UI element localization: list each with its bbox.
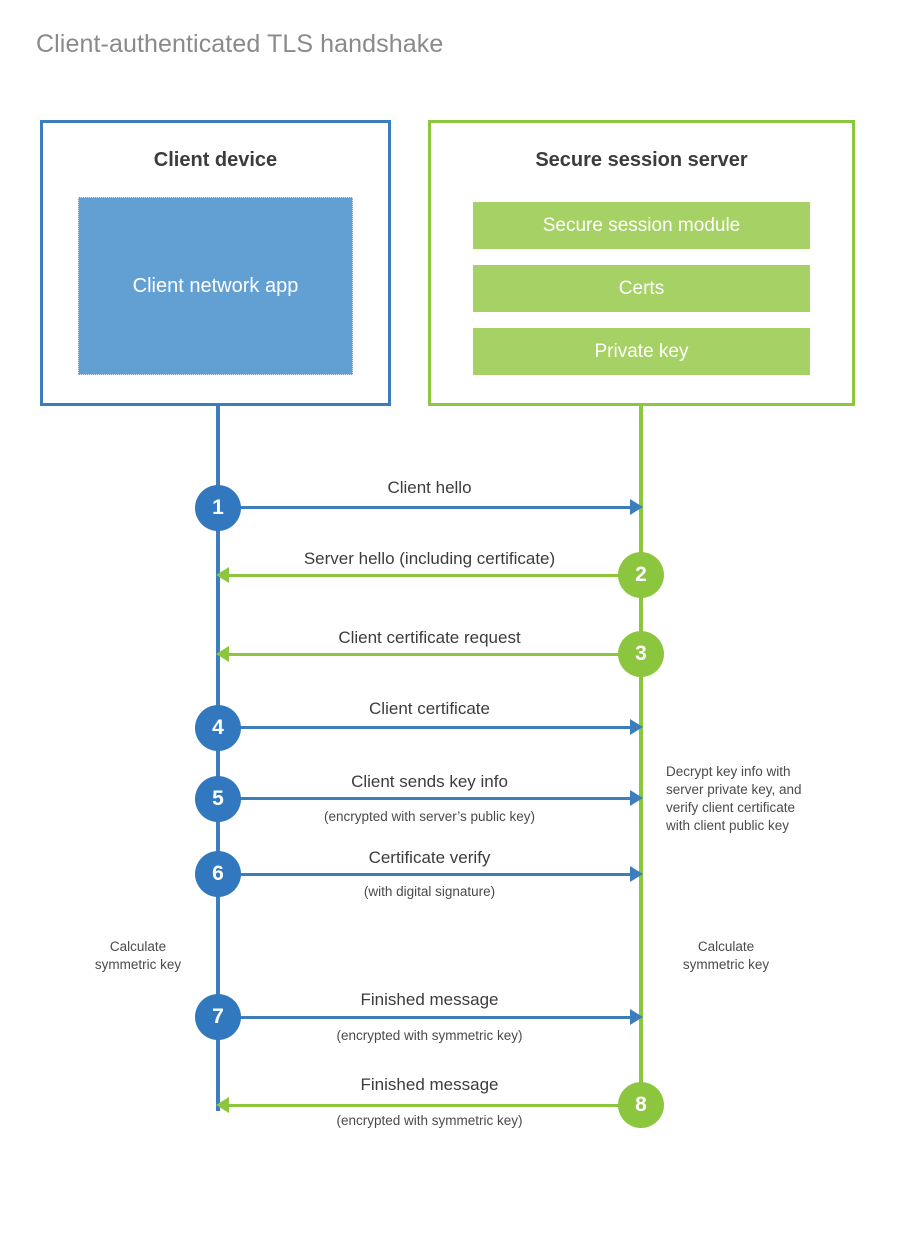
message-label-2: Server hello (including certificate) [303, 549, 556, 568]
client-network-app-block: Client network app [78, 197, 353, 375]
note-server-calculate-line-2: symmetric key [682, 957, 770, 972]
step-badge-1[interactable]: 1 [195, 485, 241, 531]
note-client-calculate-line-1: Calculate [109, 939, 167, 954]
message-sublabel-7: (encrypted with symmetric key) [336, 1028, 523, 1043]
message-label-6: Certificate verify [368, 848, 491, 867]
server-block-label-0: Secure session module [542, 214, 741, 236]
message-arrowhead-8 [216, 1097, 229, 1113]
message-label-1: Client hello [387, 478, 472, 497]
message-arrowhead-2 [216, 567, 229, 583]
message-label-4: Client certificate [369, 699, 490, 718]
message-arrowhead-1 [630, 499, 643, 515]
message-line-4 [218, 726, 632, 729]
message-line-2 [228, 574, 642, 577]
step-badge-6[interactable]: 6 [195, 851, 241, 897]
participant-secure-session-server: Secure session server Secure session mod… [428, 120, 855, 406]
server-block-secure-session-module: Secure session module [473, 202, 810, 249]
step-badge-7[interactable]: 7 [195, 994, 241, 1040]
message-line-3 [228, 653, 642, 656]
message-arrowhead-4 [630, 719, 643, 735]
note-client-calculate: Calculate symmetric key [74, 938, 202, 974]
step-badge-8[interactable]: 8 [618, 1082, 664, 1128]
lifeline-server [639, 406, 643, 1105]
server-block-certs: Certs [473, 265, 810, 312]
server-title: Secure session server [535, 149, 748, 171]
message-sublabel-8: (encrypted with symmetric key) [336, 1113, 523, 1128]
message-arrowhead-3 [216, 646, 229, 662]
note-server-decrypt: Decrypt key info with server private key… [666, 763, 846, 835]
note-server-decrypt-line-2: server private key, and [666, 782, 802, 797]
step-badge-4[interactable]: 4 [195, 705, 241, 751]
message-line-1 [218, 506, 632, 509]
message-arrowhead-6 [630, 866, 643, 882]
server-block-label-2: Private key [594, 340, 689, 362]
message-label-5: Client sends key info [351, 772, 508, 791]
server-block-label-1: Certs [618, 277, 665, 299]
message-arrowhead-5 [630, 790, 643, 806]
message-label-3: Client certificate request [338, 628, 521, 647]
message-label-7: Finished message [360, 990, 499, 1009]
note-server-decrypt-line-4: with client public key [666, 818, 790, 833]
message-line-6 [218, 873, 632, 876]
step-badge-5[interactable]: 5 [195, 776, 241, 822]
lifeline-client [216, 406, 220, 1111]
note-server-calculate-line-1: Calculate [697, 939, 755, 954]
server-block-private-key: Private key [473, 328, 810, 375]
message-sublabel-6: (with digital signature) [363, 884, 496, 899]
note-client-calculate-line-2: symmetric key [94, 957, 182, 972]
client-device-title: Client device [153, 149, 278, 171]
participant-client-device: Client device Client network app [40, 120, 391, 406]
message-arrowhead-7 [630, 1009, 643, 1025]
message-sublabel-5: (encrypted with server’s public key) [323, 809, 536, 824]
note-server-decrypt-line-1: Decrypt key info with [666, 764, 791, 779]
note-server-calculate: Calculate symmetric key [662, 938, 790, 974]
message-line-8 [228, 1104, 642, 1107]
step-badge-3[interactable]: 3 [618, 631, 664, 677]
message-label-8: Finished message [360, 1075, 499, 1094]
message-line-5 [218, 797, 632, 800]
step-badge-2[interactable]: 2 [618, 552, 664, 598]
message-line-7 [218, 1016, 632, 1019]
page-title: Client-authenticated TLS handshake [36, 30, 444, 58]
client-network-app-label: Client network app [132, 275, 299, 297]
note-server-decrypt-line-3: verify client certificate [666, 800, 796, 815]
